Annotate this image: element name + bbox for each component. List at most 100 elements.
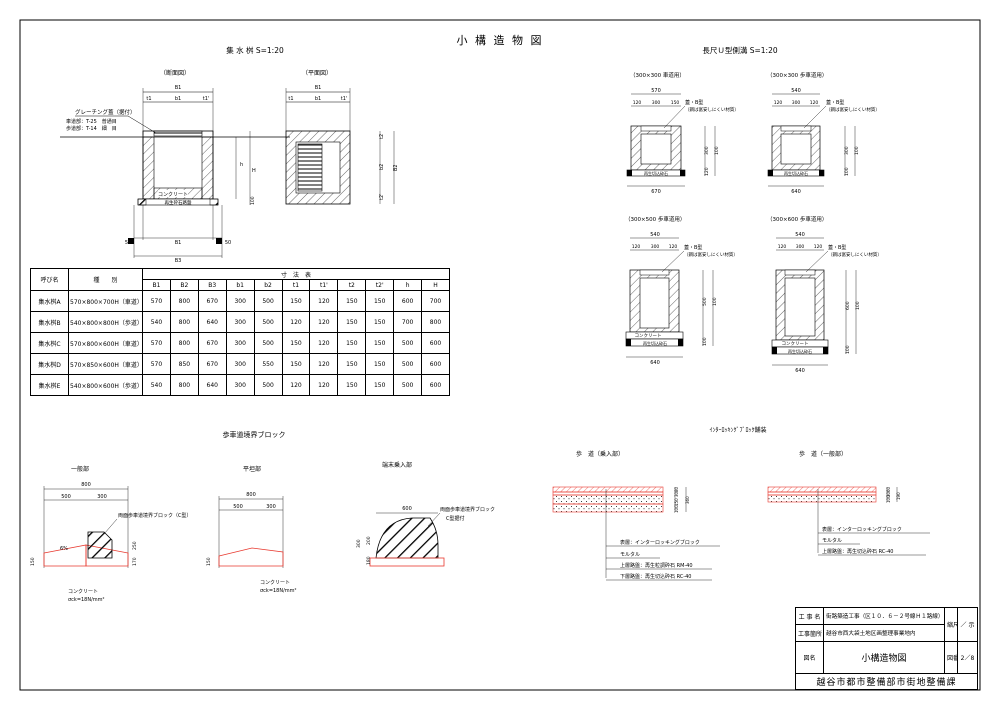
sheet-label: 図番 xyxy=(944,641,958,674)
dim-100-section: 100 xyxy=(250,196,256,205)
row-value: 500 xyxy=(393,353,423,375)
paving-entry-label: 歩 道（乗入部） xyxy=(576,450,624,458)
row-value: 600 xyxy=(421,332,450,354)
paving-entry-layer-0: 表層：インターロッキングブロック xyxy=(620,539,700,546)
row-value: 570 xyxy=(142,290,171,312)
row-value: 670 xyxy=(197,353,227,375)
u-gutter-d3-side-1: 500 xyxy=(702,297,708,306)
row-value: 800 xyxy=(169,332,199,354)
paving-general-dim-3: 190 xyxy=(896,492,901,500)
u-gutter-d1-lid: 蓋・B型 xyxy=(685,99,703,106)
paving-general-layer-1: モルタル xyxy=(822,537,842,544)
paving-general-dim-2: 100 xyxy=(886,495,891,503)
curb-strength-b: σck=18N/mm² xyxy=(260,588,297,594)
title-block: 工 事 名 街路築造工事（区１０．６－２号線Ｈ１路線） 縮尺 ／ 示 工事箇所 … xyxy=(795,607,978,690)
grating-label: グレーチング蓋（据付） xyxy=(75,108,136,116)
curb-slope: 6% xyxy=(60,546,68,552)
u-gutter-d4-label: （300×600 歩車道用） xyxy=(767,215,827,223)
u-gutter-d2-part-0: 120 xyxy=(774,100,783,106)
row-value: 150 xyxy=(365,353,395,375)
u-gutter-d4-base: 再生切込砕石 xyxy=(788,348,812,354)
row-name: 集水桝E xyxy=(30,374,69,396)
u-gutter-d4-bottom: 640 xyxy=(795,368,805,374)
row-type: 540×800×800H（歩道） xyxy=(68,311,143,333)
u-gutter-d1-base: 再生切込砕石 xyxy=(644,170,668,176)
dim-t1: t1 xyxy=(146,96,151,102)
catch-basin-title: 集 水 桝 S=1:20 xyxy=(226,45,284,55)
row-value: 150 xyxy=(337,353,367,375)
table-header-row: 呼び名 種 別 寸 法 表 xyxy=(30,268,450,291)
dim-B1-section: B1 xyxy=(175,85,182,91)
title-block-location-row: 工事箇所 越谷市西大袋土地区画整理事業地内 xyxy=(795,624,978,642)
u-gutter-d3-part-2: 120 xyxy=(669,244,678,250)
paving-general-dim-0: 60 xyxy=(886,486,891,492)
u-gutter-d3-top: 540 xyxy=(650,232,660,238)
dim-b1-plan: b1 xyxy=(315,96,321,102)
row-value: 800 xyxy=(169,374,199,396)
row-name: 集水桝C xyxy=(30,332,69,354)
scale-slash: ／ xyxy=(960,622,967,629)
row-value: 300 xyxy=(225,374,255,396)
u-gutter-d4-side-1: 600 xyxy=(845,301,851,310)
curb-block-label-b2: C型据付 xyxy=(446,515,465,522)
row-value: 120 xyxy=(281,311,311,333)
row-value: 850 xyxy=(169,353,199,375)
row-value: 300 xyxy=(225,353,255,375)
column-header: B3 xyxy=(197,279,227,291)
dim-t1-plan: t1 xyxy=(288,96,293,102)
curb-dim-200: 200 xyxy=(366,536,372,545)
u-gutter-d3-note: （鋼は富安しにくい材質） xyxy=(684,251,738,258)
section-view-label: （断面図） xyxy=(160,69,190,77)
scale-side: 示 xyxy=(968,622,975,629)
curb-dim-150: 150 xyxy=(30,557,36,566)
u-gutter-d2-label: （300×300 歩車道用） xyxy=(767,71,827,79)
column-header: B1 xyxy=(142,279,171,291)
column-header: B2 xyxy=(169,279,199,291)
u-gutter-d3-bottom: 640 xyxy=(650,360,660,366)
curb-dim-800b: 800 xyxy=(246,492,256,498)
u-gutter-d1-side-0: 100 xyxy=(714,146,720,155)
row-type: 570×800×700H（車道） xyxy=(68,290,143,312)
column-header: H xyxy=(421,279,450,291)
u-gutter-d3-concrete: コンクリート xyxy=(635,333,662,339)
section-concrete-label: コンクリート xyxy=(158,192,188,198)
row-value: 550 xyxy=(253,353,283,375)
u-gutter-d3-label: （300×500 歩車道用） xyxy=(625,215,685,223)
title-block-project-row: 工 事 名 街路築造工事（区１０．６－２号線Ｈ１路線） 縮尺 ／ 示 xyxy=(795,607,978,642)
u-gutter-d4-side-2: 100 xyxy=(845,345,851,354)
row-value: 500 xyxy=(393,374,423,396)
curb-block-label-a: 両面歩車道境界ブロック（C型） xyxy=(118,512,192,519)
curb-dim-300a: 300 xyxy=(97,494,107,500)
curb-dim-800a: 800 xyxy=(81,482,91,488)
row-value: 500 xyxy=(253,332,283,354)
curb-dim-170: 170 xyxy=(132,557,138,566)
u-gutter-d4-part-0: 120 xyxy=(778,244,787,250)
dim-t1p-plan: t1' xyxy=(341,96,348,102)
curb-strength-a: σck=18N/mm² xyxy=(68,597,105,603)
curb-concrete-b: コンクリート xyxy=(260,580,290,586)
row-value: 670 xyxy=(197,290,227,312)
row-value: 120 xyxy=(309,311,339,333)
u-gutter-d2-lid: 蓋・B型 xyxy=(826,99,844,106)
drawing-title: 小 構 造 物 図 xyxy=(457,33,544,47)
row-value: 150 xyxy=(337,290,367,312)
row-type: 570×850×600H（車道） xyxy=(68,353,143,375)
u-gutter-d1-part-2: 150 xyxy=(671,100,680,106)
u-gutter-d1-side-1: 300 xyxy=(704,146,710,155)
row-value: 150 xyxy=(365,311,395,333)
u-gutter-d1-note: （鋼は富安しにくい材質） xyxy=(685,106,739,113)
curb-dim-600: 600 xyxy=(402,506,412,512)
row-value: 600 xyxy=(393,290,423,312)
paving-entry-layer-2: 上層路盤：再生粒調砕石 RM-40 xyxy=(620,562,693,569)
curb-general-label: 一般部 xyxy=(71,465,89,473)
paving-drawing: ｲﾝﾀｰﾛｯｷﾝｸﾞﾌﾞﾛｯｸ舗装 歩 道（乗入部） 歩 道（一般部） 80 3… xyxy=(552,426,930,581)
curb-dim-250: 250 xyxy=(132,541,138,550)
u-gutter-d4-concrete: コンクリート xyxy=(782,341,809,347)
row-value: 700 xyxy=(421,290,450,312)
row-value: 500 xyxy=(253,374,283,396)
column-header: t2' xyxy=(365,279,395,291)
row-value: 150 xyxy=(281,332,311,354)
paving-entry-layer-3: 下層路盤：再生切込砕石 RC-40 xyxy=(620,573,691,580)
